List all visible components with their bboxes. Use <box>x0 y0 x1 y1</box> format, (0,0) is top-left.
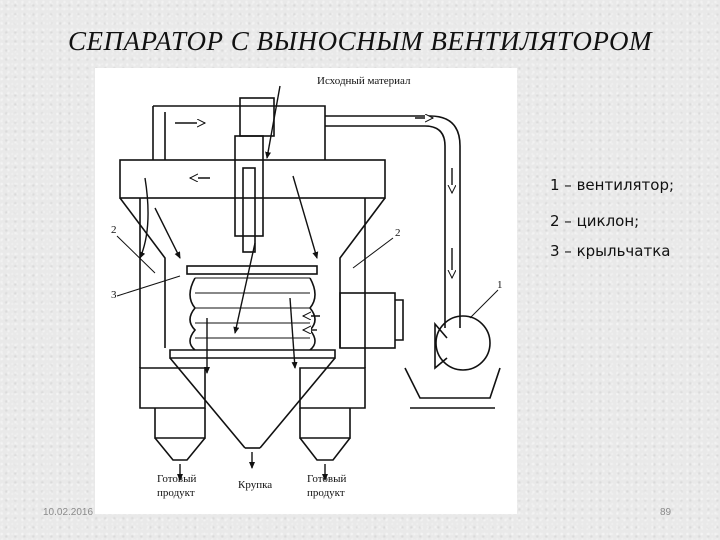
slide-date: 10.02.2016 <box>43 507 94 518</box>
separator-schematic: Исходный материал 2 3 2 1 Готовый продук… <box>111 75 503 499</box>
callout-2-left: 2 <box>111 224 117 236</box>
output-right-line1: Готовый <box>307 473 346 485</box>
impeller-left <box>189 277 197 351</box>
callout-1: 1 <box>497 279 503 291</box>
right-cyclone <box>299 408 351 439</box>
fan-base <box>404 367 501 409</box>
legend-item-cyclone: 2 – циклон; <box>550 212 640 230</box>
callout-3: 3 <box>111 289 117 301</box>
output-left-line1: Готовый <box>157 473 196 485</box>
left-cyclone <box>154 408 206 439</box>
slide-page-number: 89 <box>660 507 672 518</box>
side-duct <box>339 292 396 349</box>
input-material-label: Исходный материал <box>317 75 411 87</box>
output-center: Крупка <box>238 479 272 491</box>
impeller-right <box>308 277 316 351</box>
output-right-line2: продукт <box>307 487 345 499</box>
return-pipe <box>325 115 461 328</box>
feed-hopper <box>239 97 275 137</box>
flow-arrows <box>139 85 452 481</box>
shaft-housing <box>234 135 264 237</box>
central-cone <box>169 357 336 449</box>
fan-housing <box>435 315 491 371</box>
legend-item-impeller: 3 – крыльчатка <box>550 242 671 260</box>
output-left-line2: продукт <box>157 487 195 499</box>
slide-title: СЕПАРАТОР С ВЫНОСНЫМ ВЕНТИЛЯТОРОМ <box>67 26 653 56</box>
separator-diagram: Исходный материал 2 3 2 1 Готовый продук… <box>95 68 517 514</box>
callout-leaders <box>116 235 499 319</box>
impeller-disc <box>186 265 318 275</box>
upper-housing <box>119 159 386 199</box>
top-duct <box>152 105 326 160</box>
callout-2-right: 2 <box>395 227 401 239</box>
legend-item-fan: 1 – вентилятор; <box>550 176 675 194</box>
